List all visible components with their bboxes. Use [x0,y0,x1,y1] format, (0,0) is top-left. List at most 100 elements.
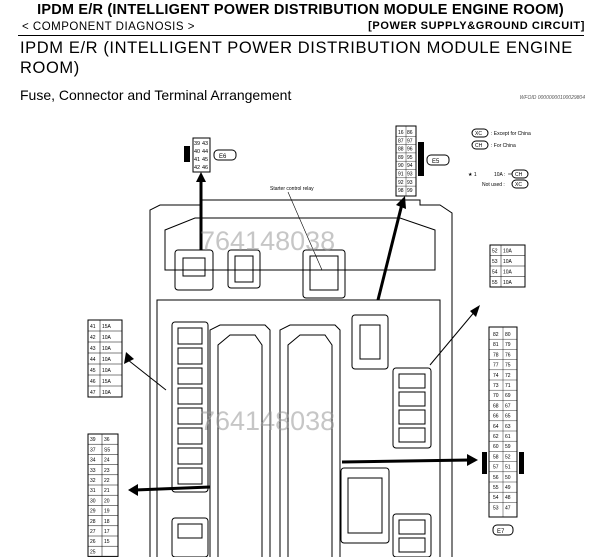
legend-row1-code: CH [515,172,523,178]
fuse-number: 32 [90,478,96,484]
fuse-rating: 22 [104,478,110,484]
e7-pin: 72 [505,373,511,379]
fuse-rating: 10A [102,390,112,396]
e5-pin: 98 [398,188,404,194]
fuse-rating: 10A [102,335,112,341]
legend-row2-label: Not used : [482,182,505,188]
fuse-number: 34 [90,458,96,464]
e5-pin: 97 [407,138,413,144]
arrow-fuse-lower [134,485,211,492]
fuse-number: 43 [90,346,96,352]
arrow-e5 [376,203,404,301]
e7-pin: 77 [493,363,499,369]
e7-pin: 80 [505,332,511,338]
fuse-rating: 24 [104,458,110,464]
e5-pin: 93 [407,180,413,186]
watermark: 764148038 [200,226,335,256]
fuse-number: 29 [90,509,96,515]
e5-pin: 86 [407,130,413,136]
fuse-number: 45 [90,368,96,374]
e7-pin: 57 [493,465,499,471]
e7-pin: 73 [493,383,499,389]
fuse-number: 25 [90,549,96,555]
fuse-number: 31 [90,488,96,494]
fuse-number: 30 [90,498,96,504]
fuse-number: 39 [90,437,96,443]
fuse-rating: 10A [102,357,112,363]
e7-pin: 48 [505,495,511,501]
legend-ch-code: CH [475,143,483,149]
fuse-rating: 15A [102,324,112,330]
starter-relay-label: Starter control relay [270,186,314,192]
e6-pin: 41 [194,157,200,163]
e5-pin: 91 [398,172,404,178]
e6-pin: 45 [202,157,208,163]
e7-pin: 76 [505,352,511,358]
e7-pin: 59 [505,444,511,450]
e7-pin: 58 [493,454,499,460]
e5-pin: 99 [407,188,413,194]
fuse-rating: 10A [102,346,112,352]
e7-pin: 56 [493,475,499,481]
e7-pin: 71 [505,383,511,389]
e7-pin: 50 [505,475,511,481]
e5-pin: 93 [407,172,413,178]
e7-pin: 79 [505,342,511,348]
e5-pin: 95 [407,155,413,161]
e7-pin: 51 [505,465,511,471]
fuse-rating: 19 [104,509,110,515]
e6-label: E6 [219,154,227,160]
fuse-rating: 23 [104,468,110,474]
e7-pin: 52 [505,454,511,460]
wfoid-code: WFOID 00000000100029804 [519,95,585,101]
right-fuse-slots [392,367,432,557]
legend-row1-label: 10A : [494,172,505,178]
fuse-table-frame [87,319,123,398]
e7-pin: 63 [505,424,511,430]
fuse-number: 28 [90,519,96,525]
e7-pin: 64 [493,424,499,430]
e7-pin: 82 [493,332,499,338]
fuse-number: 54 [492,270,498,276]
fuse-rating: 10A [102,368,112,374]
arrow-fuse-left [127,359,167,391]
e7-pin: 69 [505,393,511,399]
fuse-number: 46 [90,379,96,385]
fuse-rating: 20 [104,498,110,504]
e6-pin: 42 [194,165,200,171]
e7-pin: 65 [505,414,511,420]
connector-e6: 39 43 40 44 41 45 42 46 E6 [184,137,237,173]
legend-row2-code: XC [515,182,522,188]
fuse-rating: 21 [104,488,110,494]
fuse-rating: 10A [503,259,513,265]
relay-leader-line [287,191,323,271]
fuse-number: 42 [90,335,96,341]
fuse-rating: 18 [104,519,110,525]
fuse-rating: 36 [104,437,110,443]
pointer-arrows [124,172,480,496]
fuse-number: 27 [90,529,96,535]
e6-pin: 40 [194,149,200,155]
e6-pin: 44 [202,149,208,155]
e7-pin: 74 [493,373,499,379]
e6-pin: 46 [202,165,208,171]
e7-pin: 81 [493,342,499,348]
e7-label: E7 [497,529,505,535]
section-category: [POWER SUPPLY&GROUND CIRCUIT] [368,20,585,32]
watermark: 764148038 [200,406,335,436]
e7-pin: 47 [505,505,511,511]
section-breadcrumb: < COMPONENT DIAGNOSIS > [22,21,195,33]
fuse-rating: 10A [503,280,513,286]
e7-pin: 68 [493,403,499,409]
e7-pin: 53 [493,505,499,511]
e7-pin: 62 [493,434,499,440]
fuse-rating: 15A [102,379,112,385]
e7-pin: 54 [493,495,499,501]
e7-pin: 67 [505,403,511,409]
fuse-number: 37 [90,447,96,453]
e6-pin: 43 [202,141,208,147]
